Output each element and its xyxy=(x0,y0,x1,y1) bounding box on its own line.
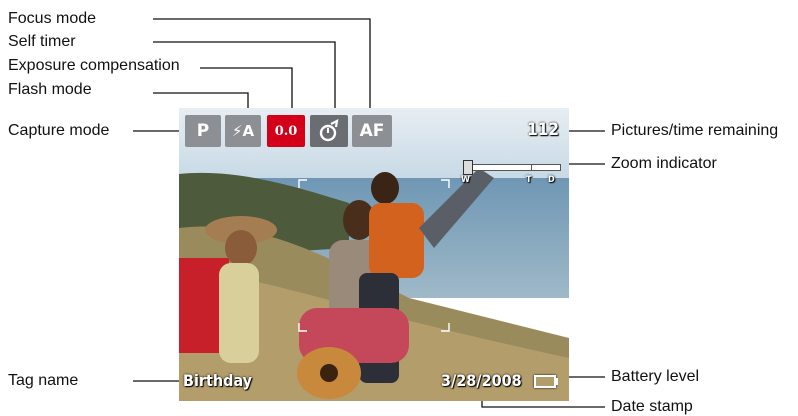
focus-frame xyxy=(298,179,450,332)
capture-mode-label: Capture mode xyxy=(8,122,110,139)
tag-name-label: Tag name xyxy=(8,372,79,389)
capture-mode-icon: P xyxy=(185,115,221,147)
timer-glyph xyxy=(319,119,339,142)
date-stamp-line xyxy=(481,398,605,408)
self-timer-icon xyxy=(310,115,348,147)
focus-mode-line xyxy=(153,18,371,115)
battery-tip xyxy=(555,378,558,385)
flash-mode-label: Flash mode xyxy=(8,81,92,98)
zoom-indicator: W T D xyxy=(461,160,561,190)
exposure-compensation-label: Exposure compensation xyxy=(8,57,180,74)
beach-photo xyxy=(179,108,569,401)
zoom-tele-label: T xyxy=(526,175,532,185)
zoom-indicator-label: Zoom indicator xyxy=(611,155,717,172)
zoom-track xyxy=(463,164,561,171)
exposure-line xyxy=(200,67,293,115)
camera-lcd-screen: P ⚡A 0.0 AF 112 W T D Birthday 3/28/2008 xyxy=(179,108,569,401)
zoom-digital-label: D xyxy=(548,175,555,185)
exposure-compensation-icon: 0.0 xyxy=(267,115,305,147)
battery-level-label: Battery level xyxy=(611,368,700,385)
focus-mode-icon: AF xyxy=(352,115,392,147)
zoom-divider xyxy=(531,164,532,171)
self-timer-line xyxy=(153,41,336,115)
battery-icon xyxy=(534,375,556,388)
self-timer-label: Self timer xyxy=(8,33,76,50)
flash-mode-line xyxy=(153,92,249,115)
flash-mode-icon: ⚡A xyxy=(225,115,261,147)
date-stamp: 3/28/2008 xyxy=(441,371,522,390)
tag-name: Birthday xyxy=(183,371,253,390)
zoom-wide-label: W xyxy=(461,175,470,185)
date-stamp-label: Date stamp xyxy=(611,398,693,415)
focus-mode-label: Focus mode xyxy=(8,10,97,27)
zoom-slider xyxy=(463,160,473,175)
pictures-remaining-count: 112 xyxy=(527,120,559,140)
pictures-remaining-label: Pictures/time remaining xyxy=(611,122,779,139)
